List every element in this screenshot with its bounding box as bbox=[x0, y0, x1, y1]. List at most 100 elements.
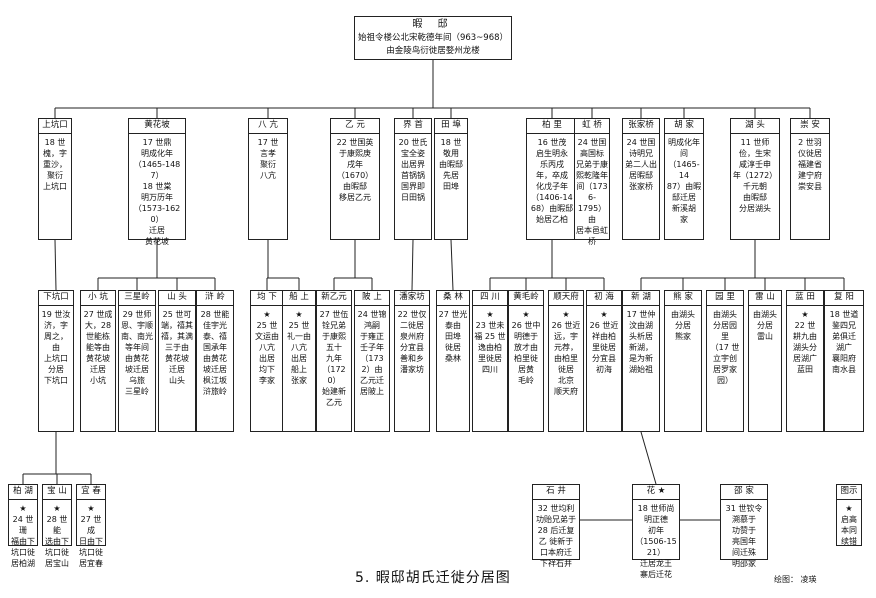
level1-node-name: 上坑口 bbox=[39, 119, 71, 134]
level1-node-name: 张家桥 bbox=[623, 119, 659, 134]
level2-node-name: 潘家坊 bbox=[395, 291, 429, 306]
level2-node-20: 复 阳 18 世道 鉴四兄 弟俱迁 湖广 襄阳府 南水县 bbox=[824, 290, 864, 432]
level2-node-name: 下坑口 bbox=[39, 291, 73, 306]
level3b-node-text: 32 世均利 功贻兄弟于 28 后迁复 乙 徙新于 口本府迁 下祥石井 bbox=[536, 504, 576, 568]
level2-node-name: 复 阳 bbox=[825, 291, 863, 306]
level2-node-name: 顺天府 bbox=[549, 291, 583, 306]
root-title: 暇 邸 bbox=[412, 19, 454, 30]
root-node: 暇 邸 始祖令楼公北宋乾德年间（963~968） 由金陵鸟衍徙居婺州龙楼 bbox=[354, 16, 512, 60]
level1-node-text: 18 世 槐，字 重沙， 聚衍 上坑口 bbox=[43, 138, 67, 191]
level2-node-5: 均 下★ 25 世 文运由 八亢 出居 均下 李家 bbox=[250, 290, 284, 432]
level1-node-3: 乙 元 22 世国英 于康熙庚 戌年 （1670） 由暇邸 移居乙元 bbox=[330, 118, 380, 240]
level1-node-9: 胡 家明成化年 间 （1465-14 87）由暇 邸迁居 新溪胡 家 bbox=[664, 118, 704, 240]
level2-node-name: 初 海 bbox=[587, 291, 621, 306]
connector-line-14 bbox=[54, 239, 57, 291]
level1-node-name: 田 埠 bbox=[435, 119, 467, 134]
level2-node-name: 浒 岭 bbox=[197, 291, 233, 306]
level3-node-name: 宝 山 bbox=[43, 485, 71, 500]
level2-node-text: 28 世能 佳宇光 泰、禧 国承年 由黄花 坡迁居 枫江坂 浒旅岭 bbox=[200, 310, 230, 396]
level3-node-text: ★ 27 世成 日由下 坑口徙 居宜春 bbox=[79, 504, 103, 568]
level2-node-text: ★ 25 世 礼一由 八亢 出居 船上 张家 bbox=[287, 310, 311, 385]
level1-node-text: 18 世 敬用 由暇邸 先居 田埠 bbox=[439, 138, 463, 191]
level2-node-text: ★ 25 世 文运由 八亢 出居 均下 李家 bbox=[255, 310, 279, 385]
level2-node-text: 由湖头 分居园 里 （17 世 立宇创 居罗家 园） bbox=[710, 310, 740, 385]
level1-node-0: 上坑口 18 世 槐，字 重沙， 聚衍 上坑口 bbox=[38, 118, 72, 240]
level1-node-11: 崇 安 2 世羽 仪徙居 福建省 建宁府 崇安县 bbox=[790, 118, 830, 240]
level1-node-1: 黄花坡 17 世鼎 明成化年 （1465-1487） 18 世棠 明万历年 （15… bbox=[128, 118, 186, 246]
level2-node-14: 初 海★ 26 世近 祥由柏 里徙居 分宜县 初海 bbox=[586, 290, 622, 432]
level1-node-name: 黄花坡 bbox=[129, 119, 185, 134]
level3b-node-text: 31 世钦令 溯慕于 功赞于 亮国年 间迁殊 明邵家 bbox=[725, 504, 763, 568]
connector-line-30 bbox=[450, 239, 454, 291]
level2-node-text: 17 世仲 汶由湖 头析居 新湖， 是为新 湖始祖 bbox=[626, 310, 656, 374]
level1-node-8: 张家桥 24 世国 诗明兄 弟二人出 居暇邸 张家桥 bbox=[622, 118, 660, 240]
level1-node-2: 八 亢 17 世 言孝 聚衍 八亢 bbox=[248, 118, 288, 240]
level2-node-name: 三星岭 bbox=[119, 291, 155, 306]
level2-node-name: 桑 林 bbox=[437, 291, 469, 306]
level2-node-1: 小 坑 27 世成 大，28 世能栋 能等由 黄花坡 迁居 小坑 bbox=[80, 290, 116, 432]
level1-node-text: 明成化年 间 （1465-14 87）由暇 邸迁居 新溪胡 家 bbox=[666, 138, 702, 224]
level2-node-text: ★ 26 世近 远，宇 元荐， 由柏里 徙居 北京 顺天府 bbox=[551, 310, 581, 396]
level1-node-name: 八 亢 bbox=[249, 119, 287, 134]
level2-node-name: 小 坑 bbox=[81, 291, 115, 306]
level3b-node-name: 花 ★ bbox=[633, 485, 679, 500]
legend-text: ★ 启高 本同 续错 bbox=[841, 504, 857, 546]
level2-node-name: 山 头 bbox=[159, 291, 195, 306]
level1-node-name: 胡 家 bbox=[665, 119, 703, 134]
level2-node-text: 27 世伍 铨兄弟 于康熙 五十 九年 （1720） 始建新 乙元 bbox=[319, 310, 349, 407]
level1-node-name: 乙 元 bbox=[331, 119, 379, 134]
level2-node-text: ★ 22 世 耕九由 湖头分 居湖广 蓝田 bbox=[793, 310, 817, 374]
level2-node-text: 25 世可 端，禧其 禧，其满 三于由 黄花坡 迁居 山头 bbox=[161, 310, 193, 385]
level2-node-text: 27 世成 大，28 世能栋 能等由 黄花坡 迁居 小坑 bbox=[83, 310, 113, 385]
level2-node-text: 由湖头 分居 熊家 bbox=[671, 310, 695, 341]
level2-node-10: 桑 林 27 世光 泰由 田埠 徙居 桑林 bbox=[436, 290, 470, 432]
level2-node-text: 18 世道 鉴四兄 弟俱迁 湖广 襄阳府 南水县 bbox=[829, 310, 859, 374]
level1-node-text: 22 世国英 于康熙庚 戌年 （1670） 由暇邸 移居乙元 bbox=[336, 138, 374, 202]
level2-node-name: 陂 上 bbox=[355, 291, 389, 306]
level2-node-4: 浒 岭 28 世能 佳宇光 泰、禧 国承年 由黄花 坡迁居 枫江坂 浒旅岭 bbox=[196, 290, 234, 432]
level1-node-text: 24 世国 高国标 兄弟于康 熙乾隆年 间（1736- 1795）由 居本邑虹桥 bbox=[576, 138, 608, 246]
level3b-node-name: 石 井 bbox=[533, 485, 579, 500]
level3b-node-1: 花 ★ 18 世师尚 明正德 初年 （1506-1521） 迁居龙王 寨后迁花 bbox=[632, 484, 680, 579]
level1-node-name: 湖 头 bbox=[731, 119, 779, 134]
level2-node-6: 船 上★ 25 世 礼一由 八亢 出居 船上 张家 bbox=[282, 290, 316, 432]
root-text: 始祖令楼公北宋乾德年间（963~968） 由金陵鸟衍徙居婺州龙楼 bbox=[357, 33, 509, 56]
level2-node-text: 19 世汝 济，字 周之， 由 上坑口 分居 下坑口 bbox=[41, 310, 71, 385]
level1-node-text: 17 世鼎 明成化年 （1465-1487） 18 世棠 明万历年 （1573-… bbox=[133, 138, 181, 246]
level1-node-text: 11 世师 俭，生宋 咸淳壬申 年（1272） 千元朝 由暇邸 分居湖头 bbox=[732, 138, 778, 213]
level2-node-17: 园 里由湖头 分居园 里 （17 世 立宇创 居罗家 园） bbox=[706, 290, 744, 432]
level3b-node-text: 18 世师尚 明正德 初年 （1506-1521） 迁居龙王 寨后迁花 bbox=[635, 504, 677, 579]
connector-line-29 bbox=[411, 239, 414, 291]
level2-node-text: 22 世仅 二徙居 泉州府 分宜县 善和乡 潘家坊 bbox=[397, 310, 427, 374]
level1-node-text: 20 世氏 宝全姿 出居界 首锅锅 国界即 日田锅 bbox=[398, 138, 428, 202]
level1-node-text: 17 世 言孝 聚衍 八亢 bbox=[257, 138, 279, 180]
level3-node-name: 宜 春 bbox=[77, 485, 105, 500]
level1-node-text: 2 世羽 仪徙居 福建省 建宁府 崇安县 bbox=[798, 138, 822, 191]
level2-node-text: 由湖头 分居 雷山 bbox=[753, 310, 777, 341]
level1-node-5: 田 埠 18 世 敬用 由暇邸 先居 田埠 bbox=[434, 118, 468, 240]
legend-box: 图示 ★ 启高 本同 续错 bbox=[836, 484, 862, 546]
level3-node-name: 柏 湖 bbox=[9, 485, 37, 500]
level1-node-text: 16 世茂 启生明永 乐丙戌 年，卒成 化戊子年 （1406-14 68）由暇邸… bbox=[530, 138, 574, 224]
level2-node-2: 三星岭 29 世师 恩、宇顺 南、南光 等年间 由黄花 坡迁居 乌旅 三星岭 bbox=[118, 290, 156, 432]
level2-node-name: 熊 家 bbox=[665, 291, 701, 306]
level3-node-2: 宜 春 ★ 27 世成 日由下 坑口徙 居宜春 bbox=[76, 484, 106, 568]
level2-node-text: 27 世光 泰由 田埠 徙居 桑林 bbox=[438, 310, 468, 363]
legend-label: 图示 bbox=[837, 485, 861, 500]
level2-node-19: 蓝 田★ 22 世 耕九由 湖头分 居湖广 蓝田 bbox=[786, 290, 824, 432]
diagram-credit: 绘图： 凌瑛 bbox=[774, 575, 817, 584]
level2-node-13: 顺天府 ★ 26 世近 远，宇 元荐， 由柏里 徙居 北京 顺天府 bbox=[548, 290, 584, 432]
level1-node-text: 24 世国 诗明兄 弟二人出 居暇邸 张家桥 bbox=[625, 138, 657, 191]
level1-node-name: 崇 安 bbox=[791, 119, 829, 134]
level2-node-text: ★ 23 世未 福 25 世 逸由柏 里徙居 四川 bbox=[474, 310, 506, 374]
level2-node-0: 下坑口 19 世汝 济，字 周之， 由 上坑口 分居 下坑口 bbox=[38, 290, 74, 432]
level3-node-1: 宝 山★ 28 世能 选由下 坑口徙 居宝山 bbox=[42, 484, 72, 568]
level2-node-text: 29 世师 恩、宇顺 南、南光 等年间 由黄花 坡迁居 乌旅 三星岭 bbox=[121, 310, 153, 396]
